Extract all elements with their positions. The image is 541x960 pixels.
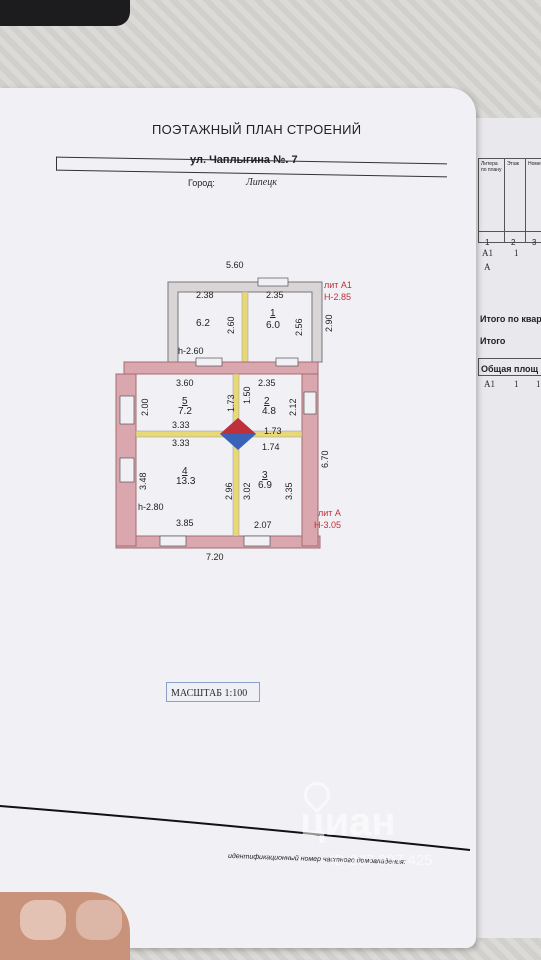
dim-a-bottom-left: 3.85 [176, 518, 194, 528]
scale-box: МАСШТАБ 1:100 [166, 682, 260, 702]
room-number: 3 [262, 470, 268, 481]
dim-a-mid-right-1: 1.73 [264, 426, 282, 436]
room-number: 1 [270, 308, 276, 319]
table-cell: А [484, 262, 491, 272]
room-number: 2 [264, 396, 270, 407]
dim-a-mid-left-2: 3.33 [172, 438, 190, 448]
document-title: ПОЭТАЖНЫЙ ПЛАН СТРОЕНИЙ [152, 122, 362, 137]
windows [119, 277, 317, 547]
watermark-logo: циан [300, 800, 396, 844]
dim-a1-right: 2.35 [266, 290, 284, 300]
h-a1: h-2.60 [178, 346, 204, 356]
room-area: 6.2 [196, 318, 210, 329]
fingernail [76, 900, 122, 940]
watermark-id: ID 207 997 425 [330, 852, 433, 869]
room-number: 4 [182, 466, 188, 477]
table-cell: А1 [482, 248, 493, 258]
obshaya-header: Общая площ [478, 358, 541, 376]
itogo-label: Итого [480, 336, 506, 346]
side-table: Литера по плану Этаж Номер 1 2 3 А1 1 А … [478, 158, 541, 398]
h-a: h-2.80 [138, 502, 164, 512]
room-number: 5 [182, 396, 188, 407]
room-area: 6.0 [266, 320, 280, 331]
room-area: 4.8 [262, 406, 276, 417]
dim-a1-left: 2.38 [196, 290, 214, 300]
scale-label: МАСШТАБ 1:100 [171, 688, 248, 699]
dim-a-top-right: 2.35 [258, 378, 276, 388]
table-cell: А1 [484, 379, 495, 389]
city-value: Липецк [246, 177, 277, 188]
room-area: 6.9 [258, 480, 272, 491]
lit-a1-label: лит А1 [324, 280, 352, 290]
dim-a-mid-left-1: 3.33 [172, 420, 190, 430]
table-cell: 1 [536, 379, 541, 389]
phone-edge [0, 0, 130, 26]
dim-a-mid-right-2: 1.74 [262, 442, 280, 452]
city-label: Город: [188, 178, 215, 188]
table-cell: 1 [514, 248, 519, 258]
fingernail [20, 900, 66, 940]
table-cell: 1 [514, 379, 519, 389]
table-index-cell: 3 [525, 231, 541, 247]
right-page [472, 118, 541, 938]
lit-a1-height: H-2.85 [324, 292, 352, 302]
dim-a-width: 7.20 [206, 552, 224, 562]
stove-symbol [220, 418, 256, 450]
dim-a-top-left: 3.60 [176, 378, 194, 388]
itogo-kv-label: Итого по квар [480, 314, 541, 324]
dim-top-width: 5.60 [226, 260, 244, 270]
dim-a-bottom-right: 2.07 [254, 520, 272, 530]
street-address: ул. Чаплыгина №. 7 [190, 154, 298, 166]
room-area: 7.2 [178, 406, 192, 417]
lit-a-height: H-3.05 [314, 520, 342, 530]
lit-a-label: лит А [318, 508, 341, 518]
room-area: 13.3 [176, 476, 196, 487]
